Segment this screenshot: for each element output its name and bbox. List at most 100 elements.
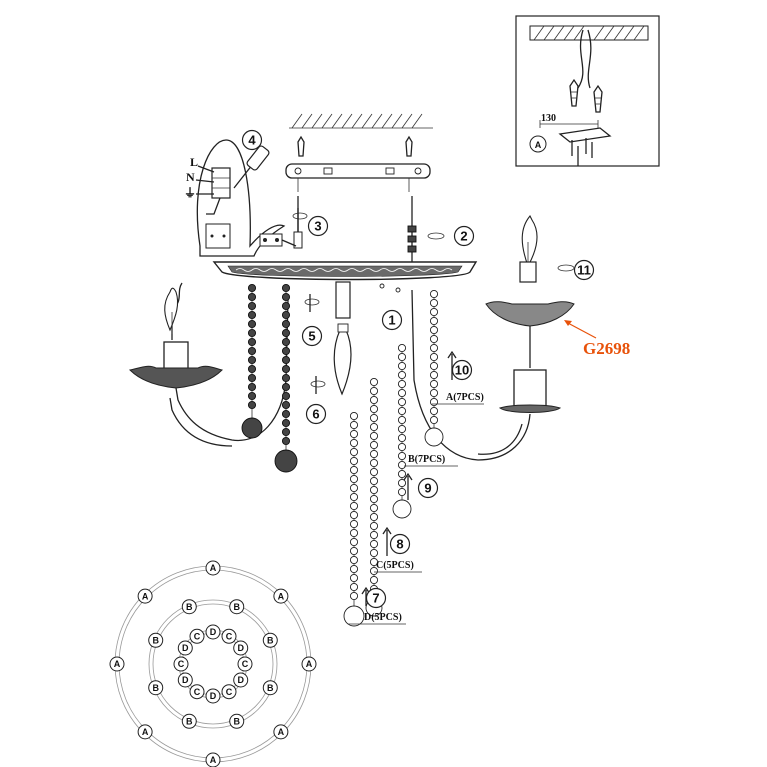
step-number: 4 (248, 133, 256, 148)
left-strands (241, 283, 298, 473)
rotate-icon (427, 232, 445, 240)
bead (397, 361, 407, 371)
up-arrows (361, 350, 457, 606)
step-number: 6 (312, 407, 319, 422)
bead (429, 370, 439, 380)
left-arm-assembly (128, 282, 289, 447)
ring-bead-a: A (137, 588, 153, 604)
bead (369, 485, 379, 495)
bead (247, 373, 257, 383)
bead (397, 379, 407, 389)
bead (369, 539, 379, 549)
ring-bead-c: C (189, 684, 205, 700)
bead (429, 361, 439, 371)
bead (281, 427, 291, 437)
bead (247, 310, 257, 320)
bead (429, 289, 439, 299)
ring-bead-c: C (189, 628, 205, 644)
rotate-icon (304, 294, 320, 312)
bead (369, 521, 379, 531)
bead (397, 388, 407, 398)
bead (369, 467, 379, 477)
right-arm-assembly: G2698 (411, 215, 630, 461)
bead (369, 476, 379, 486)
svg-text:B: B (186, 602, 193, 612)
bead (369, 404, 379, 414)
step-badge: 3 (307, 215, 329, 237)
ring-bead-b: B (229, 713, 245, 729)
svg-text:C: C (178, 659, 185, 669)
ring-bead-c: C (221, 628, 237, 644)
bead (349, 582, 359, 592)
bead (397, 397, 407, 407)
bead (369, 431, 379, 441)
bead (397, 424, 407, 434)
bead (429, 406, 439, 416)
bead (247, 301, 257, 311)
bead (349, 519, 359, 529)
step-number: 7 (372, 591, 379, 606)
bead (247, 283, 257, 293)
ring-bead-d: D (233, 672, 249, 688)
svg-text:B: B (233, 602, 240, 612)
step-badge: 8 (389, 533, 411, 555)
bead (349, 573, 359, 583)
bead (397, 433, 407, 443)
rotate-icon (557, 264, 575, 272)
svg-text:C: C (242, 659, 249, 669)
bead (369, 413, 379, 423)
strand-b-label: B(7PCS) (408, 454, 445, 465)
bead (397, 478, 407, 488)
bead (369, 557, 379, 567)
bead (281, 346, 291, 356)
bead (369, 449, 379, 459)
live-label: L (190, 155, 198, 169)
bead (247, 364, 257, 374)
svg-text:A: A (114, 659, 121, 669)
bead (369, 548, 379, 558)
svg-text:D: D (237, 643, 244, 653)
bulb-icon (333, 281, 352, 396)
strand-d-label: D(5PCS) (364, 612, 402, 623)
step-number: 9 (424, 481, 431, 496)
rotate-arrows (292, 208, 575, 394)
bead (281, 364, 291, 374)
ring-bead-b: B (148, 680, 164, 696)
bead (247, 400, 257, 410)
step-number: 5 (308, 329, 315, 344)
ring-bead-b: B (229, 599, 245, 615)
bead (281, 310, 291, 320)
bead (349, 429, 359, 439)
svg-text:C: C (226, 687, 233, 697)
bead (429, 334, 439, 344)
step-badge: 11 (573, 259, 595, 281)
bead (429, 316, 439, 326)
svg-text:C: C (194, 687, 201, 697)
bead (397, 343, 407, 353)
bead (369, 503, 379, 513)
ring-bead-d: D (205, 688, 221, 704)
strand-b (392, 343, 412, 519)
bead (349, 465, 359, 475)
svg-text:A: A (278, 727, 285, 737)
bead (397, 469, 407, 479)
bead (349, 546, 359, 556)
bead (429, 388, 439, 398)
right-strands (343, 289, 444, 627)
step-badge: 6 (305, 403, 327, 425)
step-badge: 10 (451, 359, 473, 381)
bead (429, 298, 439, 308)
ring-bead-d: D (233, 640, 249, 656)
wall-anchor-icon (569, 78, 579, 107)
svg-text:D: D (182, 643, 189, 653)
ring-bead-a: A (273, 588, 289, 604)
step-number: 10 (455, 363, 469, 378)
bead (281, 391, 291, 401)
step-badge: 5 (301, 325, 323, 347)
crystal-drop (274, 449, 298, 473)
inset-badge: A (535, 140, 542, 150)
bead (247, 355, 257, 365)
svg-text:D: D (210, 627, 217, 637)
bead (281, 292, 291, 302)
svg-text:A: A (210, 755, 217, 765)
